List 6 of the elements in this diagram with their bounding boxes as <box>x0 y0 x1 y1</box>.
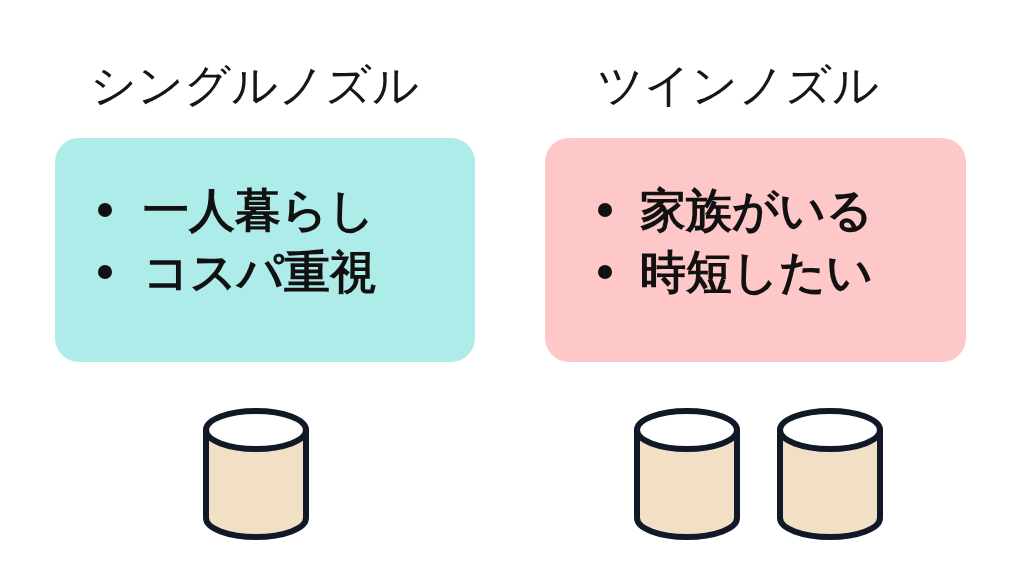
list-item: 家族がいる <box>640 187 873 233</box>
list-item: 時短したい <box>640 249 873 295</box>
list-item: 一人暮らし <box>143 187 375 233</box>
column-heading: シングルノズル <box>90 62 419 108</box>
column-heading: ツインノズル <box>597 62 879 108</box>
list-item: コスパ重視 <box>143 249 376 295</box>
